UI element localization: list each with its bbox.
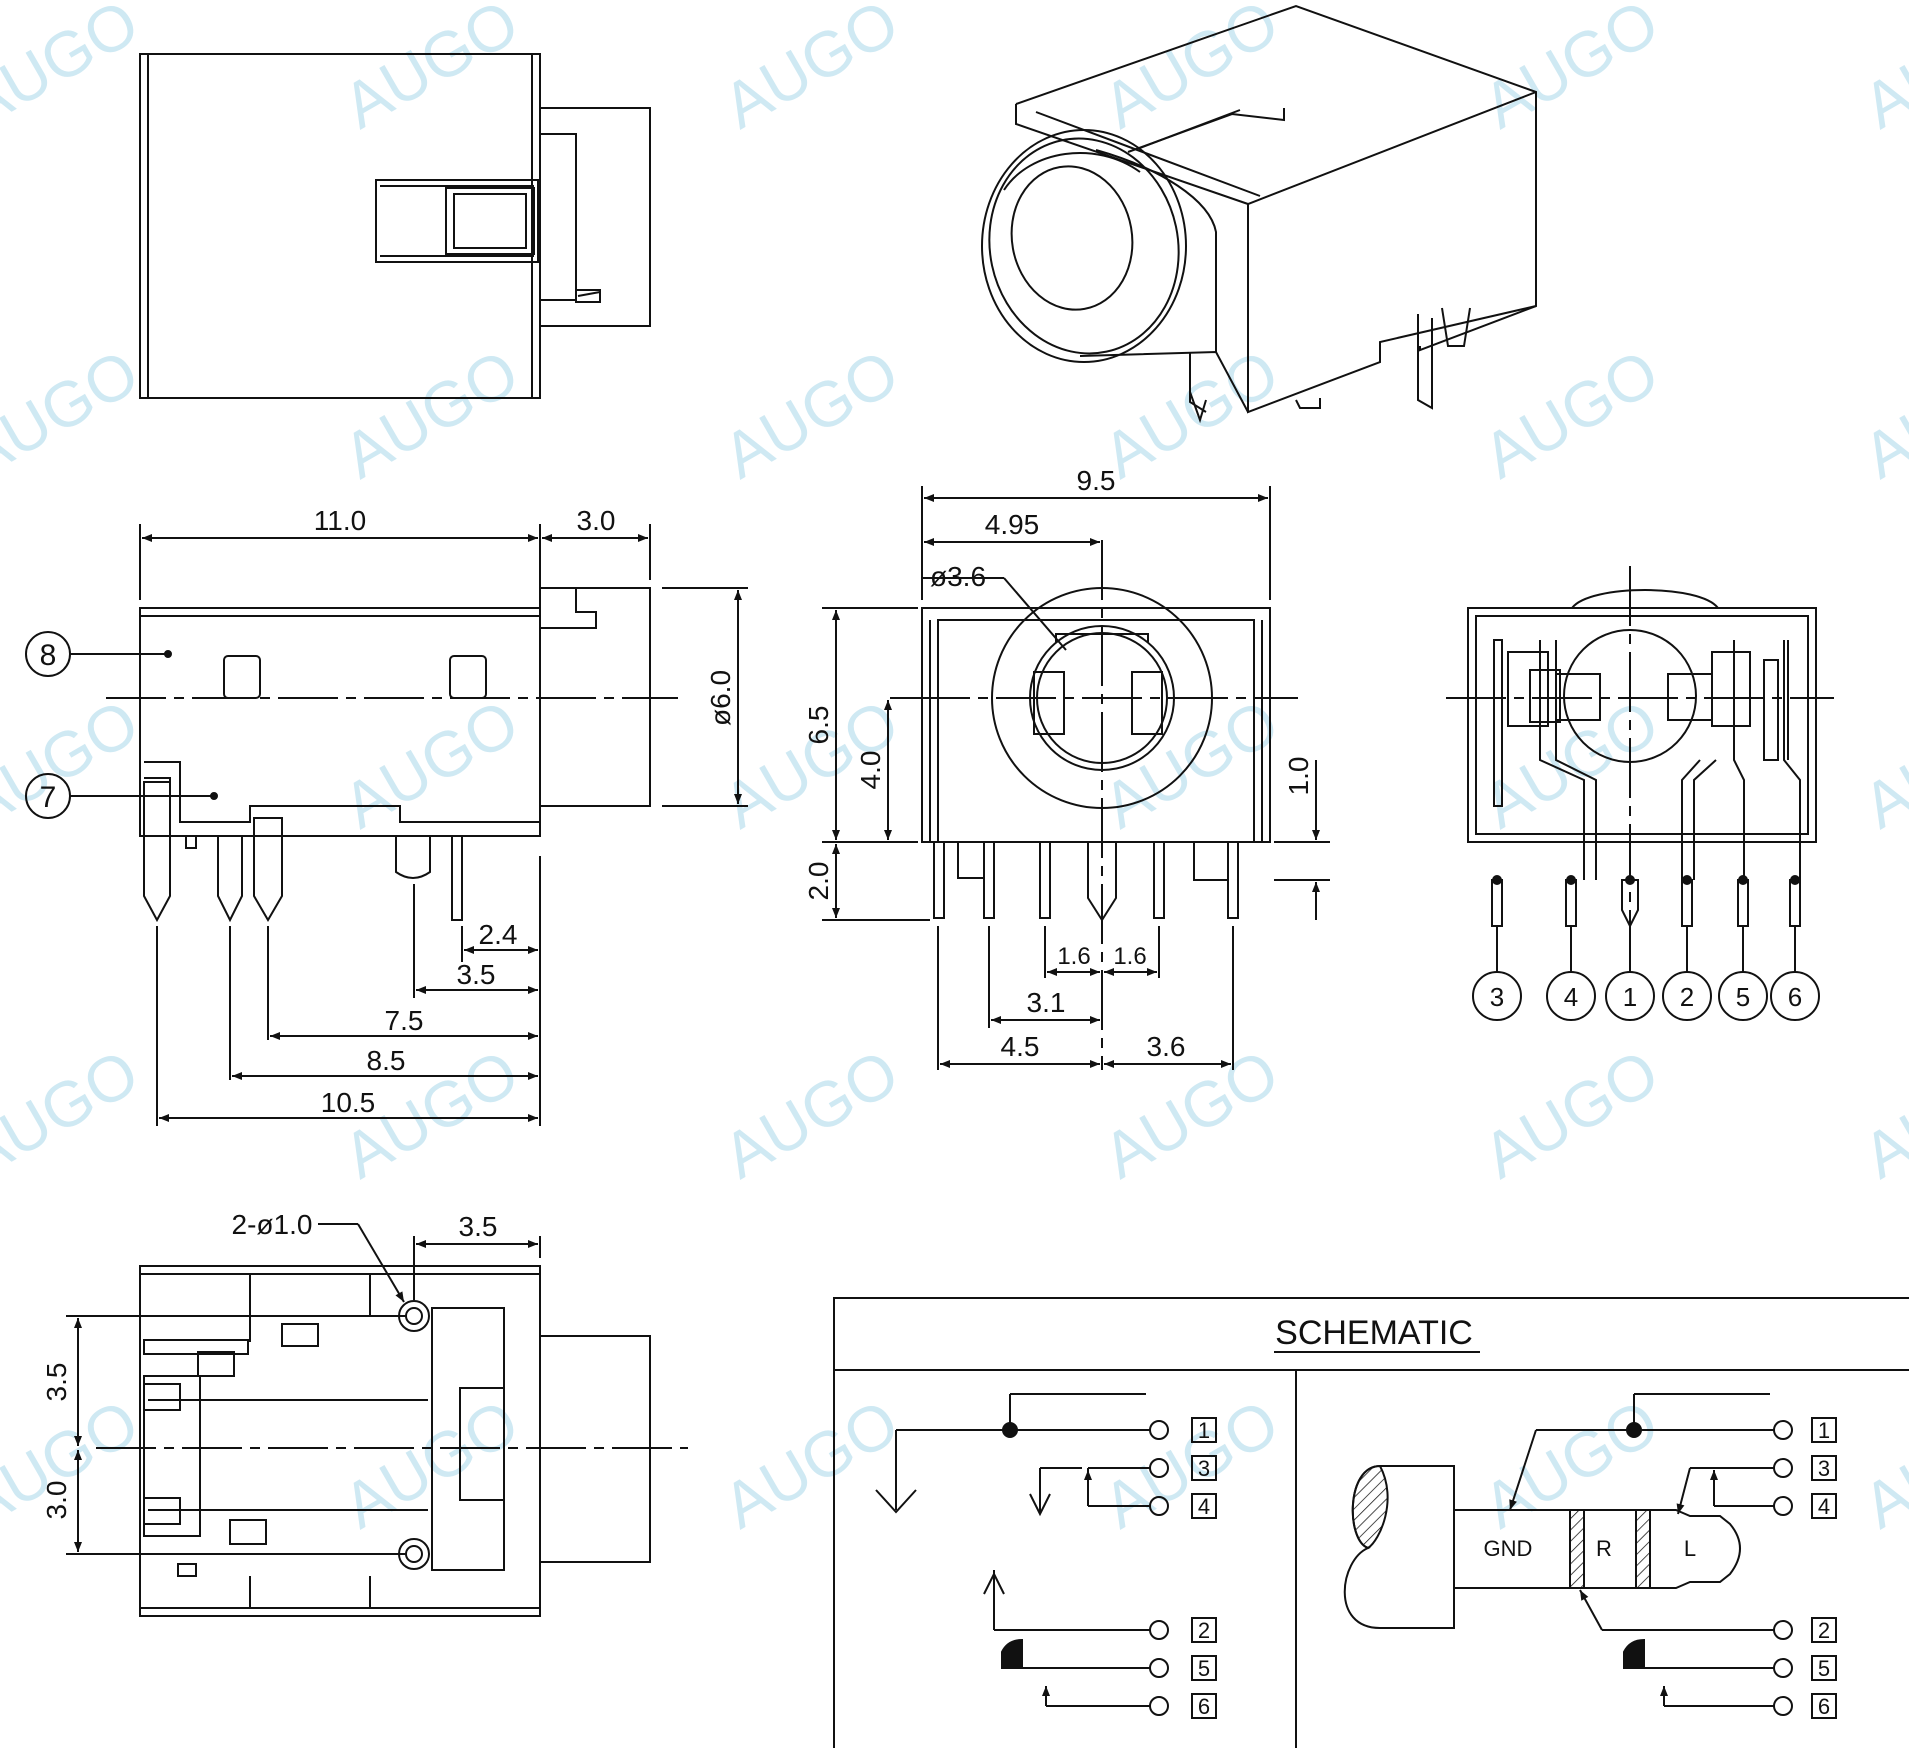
schematic-pin-label: 5 — [1198, 1656, 1210, 1681]
dim-3-6: 3.6 — [1147, 1031, 1186, 1062]
pin-number: 2 — [1680, 982, 1694, 1012]
watermark-text: AUGO — [1851, 686, 1909, 843]
dim-1-6-left: 1.6 — [1057, 943, 1090, 970]
dim-4-95: 4.95 — [985, 509, 1040, 540]
dim-6-5: 6.5 — [803, 706, 834, 745]
watermark-text: AUGO — [711, 1386, 910, 1543]
dim-dia-6-0: ø6.0 — [705, 670, 736, 726]
pin-number: 5 — [1736, 982, 1750, 1012]
schematic-pin-label: 1 — [1198, 1418, 1210, 1443]
plug-gnd-label: GND — [1484, 1536, 1533, 1561]
watermark-text: AUGO — [1471, 336, 1670, 493]
schematic-pin-label: 5 — [1818, 1656, 1830, 1681]
schematic-pin-label: 2 — [1198, 1618, 1210, 1643]
watermark-text: AUGO — [1471, 686, 1670, 843]
schematic-pin-label: 4 — [1198, 1494, 1210, 1519]
bottom-view — [66, 1223, 688, 1617]
watermark-text: AUGO — [1851, 1386, 1909, 1543]
pin-number: 4 — [1564, 982, 1578, 1012]
watermark-text: AUGO — [331, 686, 530, 843]
dim-7-5: 7.5 — [385, 1005, 424, 1036]
schematic-title: SCHEMATIC — [1275, 1314, 1473, 1352]
watermark-layer: AUGO AUGO AUGO AUGO AUGO AUGO AUGO AUGO AUGO AUGO… — [0, 0, 1909, 1542]
schematic-pin-label: 6 — [1818, 1694, 1830, 1719]
isometric-view — [981, 4, 1537, 424]
dim-holes: 2-ø1.0 — [232, 1209, 313, 1240]
watermark-text: AUGO — [0, 336, 150, 493]
watermark-text: AUGO — [1851, 1036, 1909, 1193]
dim-11-0: 11.0 — [314, 505, 366, 536]
pin-number: 3 — [1490, 982, 1504, 1012]
watermark-text: AUGO — [1091, 1036, 1290, 1193]
dim-1-0: 1.0 — [1283, 757, 1314, 796]
watermark-text: AUGO — [1471, 0, 1670, 142]
callout-8: 8 — [40, 639, 57, 672]
watermark-text: AUGO — [1851, 336, 1909, 493]
watermark-text: AUGO — [711, 336, 910, 493]
schematic-pin-label: 6 — [1198, 1694, 1210, 1719]
watermark-text: AUGO — [1851, 0, 1909, 142]
dim-upper-3-5: 3.5 — [41, 1363, 72, 1402]
dim-bottom-3-5: 3.5 — [459, 1211, 498, 1242]
watermark-text: AUGO — [711, 1036, 910, 1193]
schematic-pin-label: 3 — [1198, 1456, 1210, 1481]
dim-1-6-right: 1.6 — [1113, 943, 1146, 970]
top-side-view — [139, 53, 651, 399]
schematic-pin-label: 2 — [1818, 1618, 1830, 1643]
watermark-text: AUGO — [0, 1036, 150, 1193]
dim-3-0: 3.0 — [577, 505, 616, 536]
schematic-panel — [833, 1297, 1909, 1748]
dim-dia-3-6: ø3.6 — [930, 561, 986, 592]
schematic-pin-label: 3 — [1818, 1456, 1830, 1481]
schematic-pin-label: 4 — [1818, 1494, 1830, 1519]
watermark-text: AUGO — [331, 1386, 530, 1543]
plug-l-label: L — [1684, 1536, 1696, 1561]
watermark-text: AUGO — [331, 336, 530, 493]
front-view — [822, 486, 1330, 1070]
watermark-text: AUGO — [0, 1386, 150, 1543]
dim-4-0: 4.0 — [855, 751, 886, 790]
side-view — [25, 524, 748, 1126]
dim-3-1: 3.1 — [1027, 987, 1066, 1018]
rear-view — [1446, 566, 1834, 1021]
watermark-text: AUGO — [1091, 1386, 1290, 1543]
dim-2-4: 2.4 — [479, 919, 518, 950]
dim-10-5: 10.5 — [321, 1087, 376, 1118]
callout-7: 7 — [40, 781, 57, 814]
dim-8-5: 8.5 — [367, 1045, 406, 1076]
watermark-text: AUGO — [0, 686, 150, 843]
dim-2-0: 2.0 — [803, 862, 834, 901]
watermark-text: AUGO — [1091, 0, 1290, 142]
schematic-pin-label: 1 — [1818, 1418, 1830, 1443]
dim-3-5: 3.5 — [457, 959, 496, 990]
dim-4-5: 4.5 — [1001, 1031, 1040, 1062]
watermark-text: AUGO — [0, 0, 150, 142]
plug-r-label: R — [1596, 1536, 1612, 1561]
pin-number: 1 — [1623, 982, 1637, 1012]
dim-lower-3-0: 3.0 — [41, 1481, 72, 1520]
watermark-text: AUGO — [1471, 1036, 1670, 1193]
watermark-text: AUGO — [711, 0, 910, 142]
watermark-text: AUGO — [331, 0, 530, 142]
dim-9-5: 9.5 — [1077, 465, 1116, 496]
pin-number: 6 — [1788, 982, 1802, 1012]
dimension-labels: 11.0 3.0 ø6.0 2.4 3.5 7.5 8.5 10.5 8 7 9… — [40, 465, 1830, 1719]
